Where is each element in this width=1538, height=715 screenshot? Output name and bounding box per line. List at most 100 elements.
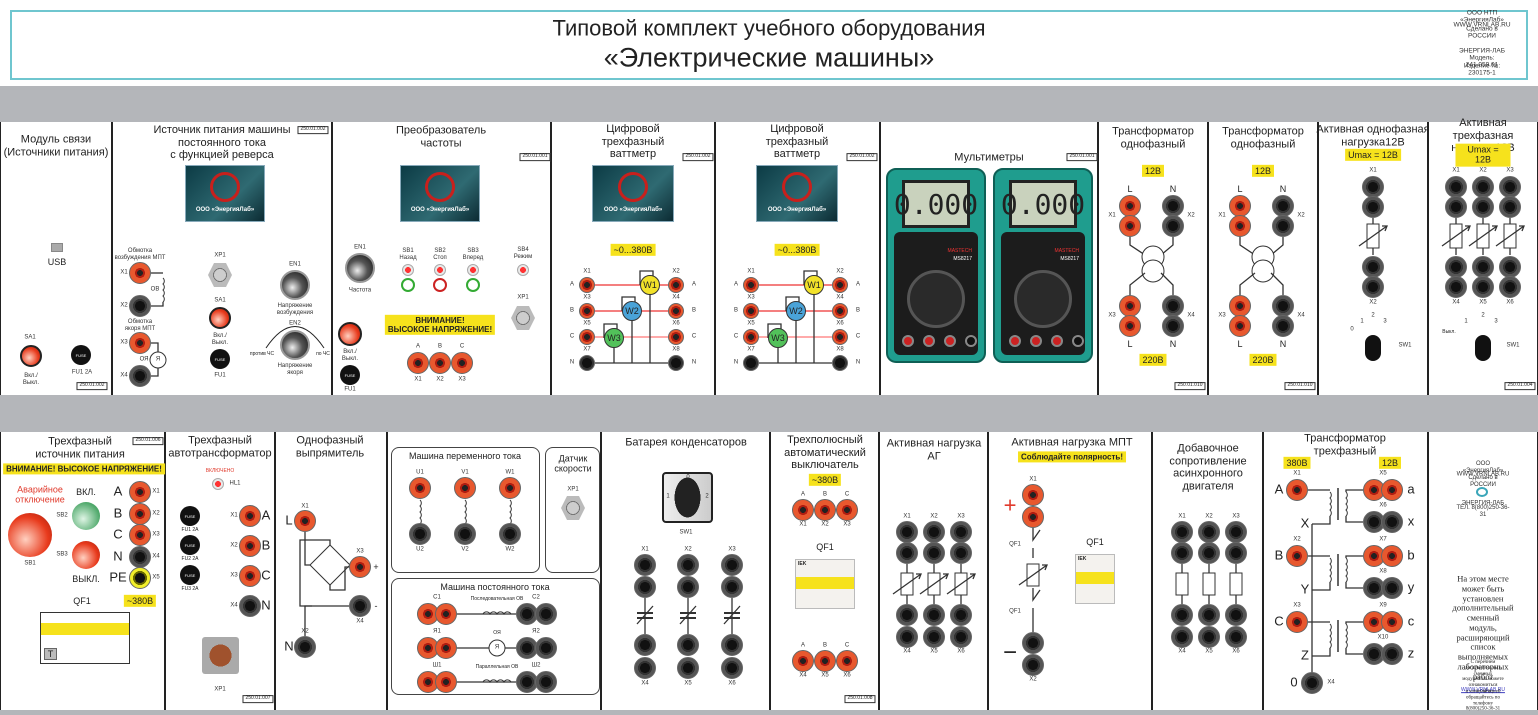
breaker-toggles[interactable] xyxy=(1076,572,1114,584)
fuse-holder[interactable]: FUSE xyxy=(180,535,200,555)
stop-button[interactable] xyxy=(433,278,447,292)
terminal-jack[interactable] xyxy=(836,499,858,521)
terminal-jack[interactable] xyxy=(1162,195,1184,217)
terminal-jack[interactable] xyxy=(1445,276,1467,298)
terminal-jack[interactable] xyxy=(634,657,656,679)
test-button[interactable]: T xyxy=(44,648,57,660)
terminal-jack[interactable] xyxy=(677,554,699,576)
terminal-jack[interactable] xyxy=(1022,484,1044,506)
terminal-jack[interactable] xyxy=(435,671,457,693)
terminal-jack[interactable] xyxy=(1198,604,1220,626)
terminal-jack[interactable] xyxy=(832,277,848,293)
terminal-jack[interactable] xyxy=(535,637,557,659)
terminal-jack[interactable] xyxy=(1381,479,1403,501)
terminal-jack[interactable] xyxy=(1499,276,1521,298)
terminal-jack[interactable] xyxy=(792,650,814,672)
terminal-jack[interactable] xyxy=(454,477,476,499)
terminal-jack[interactable] xyxy=(950,542,972,564)
terminal-jack[interactable] xyxy=(129,546,151,568)
terminal-jack[interactable] xyxy=(1272,215,1294,237)
terminal-jack[interactable] xyxy=(1362,196,1384,218)
terminal-jack[interactable] xyxy=(535,671,557,693)
terminal-jack[interactable] xyxy=(409,523,431,545)
terminal-jack[interactable] xyxy=(832,355,848,371)
breaker-toggles[interactable] xyxy=(796,577,854,589)
terminal-jack[interactable] xyxy=(1445,176,1467,198)
terminal-jack[interactable] xyxy=(129,567,151,589)
terminal-jack[interactable] xyxy=(1229,215,1251,237)
probe-socket[interactable] xyxy=(944,335,956,347)
terminal-jack[interactable] xyxy=(743,303,759,319)
fuse-holder[interactable]: FUSE xyxy=(340,365,360,385)
terminal-jack[interactable] xyxy=(1272,195,1294,217)
terminal-jack[interactable] xyxy=(1171,542,1193,564)
circuit-breaker[interactable]: IEK xyxy=(795,559,855,609)
website-link[interactable]: WWW.VRNLAB.RU xyxy=(1461,687,1505,694)
terminal-jack[interactable] xyxy=(950,521,972,543)
terminal-jack[interactable] xyxy=(239,535,261,557)
terminal-jack[interactable] xyxy=(129,524,151,546)
terminal-jack[interactable] xyxy=(349,556,371,578)
terminal-jack[interactable] xyxy=(836,650,858,672)
terminal-jack[interactable] xyxy=(721,657,743,679)
terminal-jack[interactable] xyxy=(814,499,836,521)
terminal-jack[interactable] xyxy=(1272,295,1294,317)
terminal-jack[interactable] xyxy=(634,576,656,598)
terminal-jack[interactable] xyxy=(896,604,918,626)
terminal-jack[interactable] xyxy=(129,481,151,503)
terminal-jack[interactable] xyxy=(1119,315,1141,337)
probe-socket[interactable] xyxy=(923,335,935,347)
terminal-jack[interactable] xyxy=(429,352,451,374)
terminal-jack[interactable] xyxy=(499,523,521,545)
terminal-jack[interactable] xyxy=(1162,215,1184,237)
terminal-jack[interactable] xyxy=(668,355,684,371)
probe-socket[interactable] xyxy=(965,335,977,347)
selector-switch-sw1[interactable] xyxy=(1475,335,1491,361)
terminal-jack[interactable] xyxy=(1301,672,1323,694)
terminal-jack[interactable] xyxy=(451,352,473,374)
back-button[interactable] xyxy=(401,278,415,292)
power-switch-sa1[interactable] xyxy=(20,345,42,367)
terminal-jack[interactable] xyxy=(721,554,743,576)
terminal-jack[interactable] xyxy=(454,523,476,545)
terminal-jack[interactable] xyxy=(896,542,918,564)
terminal-jack[interactable] xyxy=(1162,295,1184,317)
terminal-jack[interactable] xyxy=(1229,195,1251,217)
terminal-jack[interactable] xyxy=(435,637,457,659)
terminal-jack[interactable] xyxy=(1225,626,1247,648)
circuit-breaker[interactable]: T xyxy=(40,612,130,664)
terminal-jack[interactable] xyxy=(1472,256,1494,278)
terminal-jack[interactable] xyxy=(832,303,848,319)
probe-socket[interactable] xyxy=(902,335,914,347)
terminal-jack[interactable] xyxy=(923,542,945,564)
terminal-jack[interactable] xyxy=(792,499,814,521)
multimeter-dial[interactable] xyxy=(907,270,965,328)
terminal-jack[interactable] xyxy=(1472,196,1494,218)
terminal-jack[interactable] xyxy=(1022,632,1044,654)
forward-button[interactable] xyxy=(466,278,480,292)
terminal-jack[interactable] xyxy=(1225,604,1247,626)
terminal-jack[interactable] xyxy=(1499,256,1521,278)
terminal-jack[interactable] xyxy=(1499,176,1521,198)
terminal-jack[interactable] xyxy=(1362,256,1384,278)
terminal-jack[interactable] xyxy=(1445,256,1467,278)
excitation-voltage-knob[interactable] xyxy=(280,270,310,300)
terminal-jack[interactable] xyxy=(1225,542,1247,564)
terminal-jack[interactable] xyxy=(579,355,595,371)
terminal-jack[interactable] xyxy=(1162,315,1184,337)
power-switch[interactable] xyxy=(338,322,362,346)
terminal-jack[interactable] xyxy=(409,477,431,499)
terminal-jack[interactable] xyxy=(1472,276,1494,298)
probe-socket[interactable] xyxy=(1009,335,1021,347)
terminal-jack[interactable] xyxy=(579,277,595,293)
terminal-jack[interactable] xyxy=(743,329,759,345)
terminal-jack[interactable] xyxy=(923,604,945,626)
probe-socket[interactable] xyxy=(1030,335,1042,347)
on-button[interactable] xyxy=(72,502,100,530)
terminal-jack[interactable] xyxy=(1362,276,1384,298)
off-button[interactable] xyxy=(72,541,100,569)
terminal-jack[interactable] xyxy=(923,521,945,543)
terminal-jack[interactable] xyxy=(435,603,457,625)
